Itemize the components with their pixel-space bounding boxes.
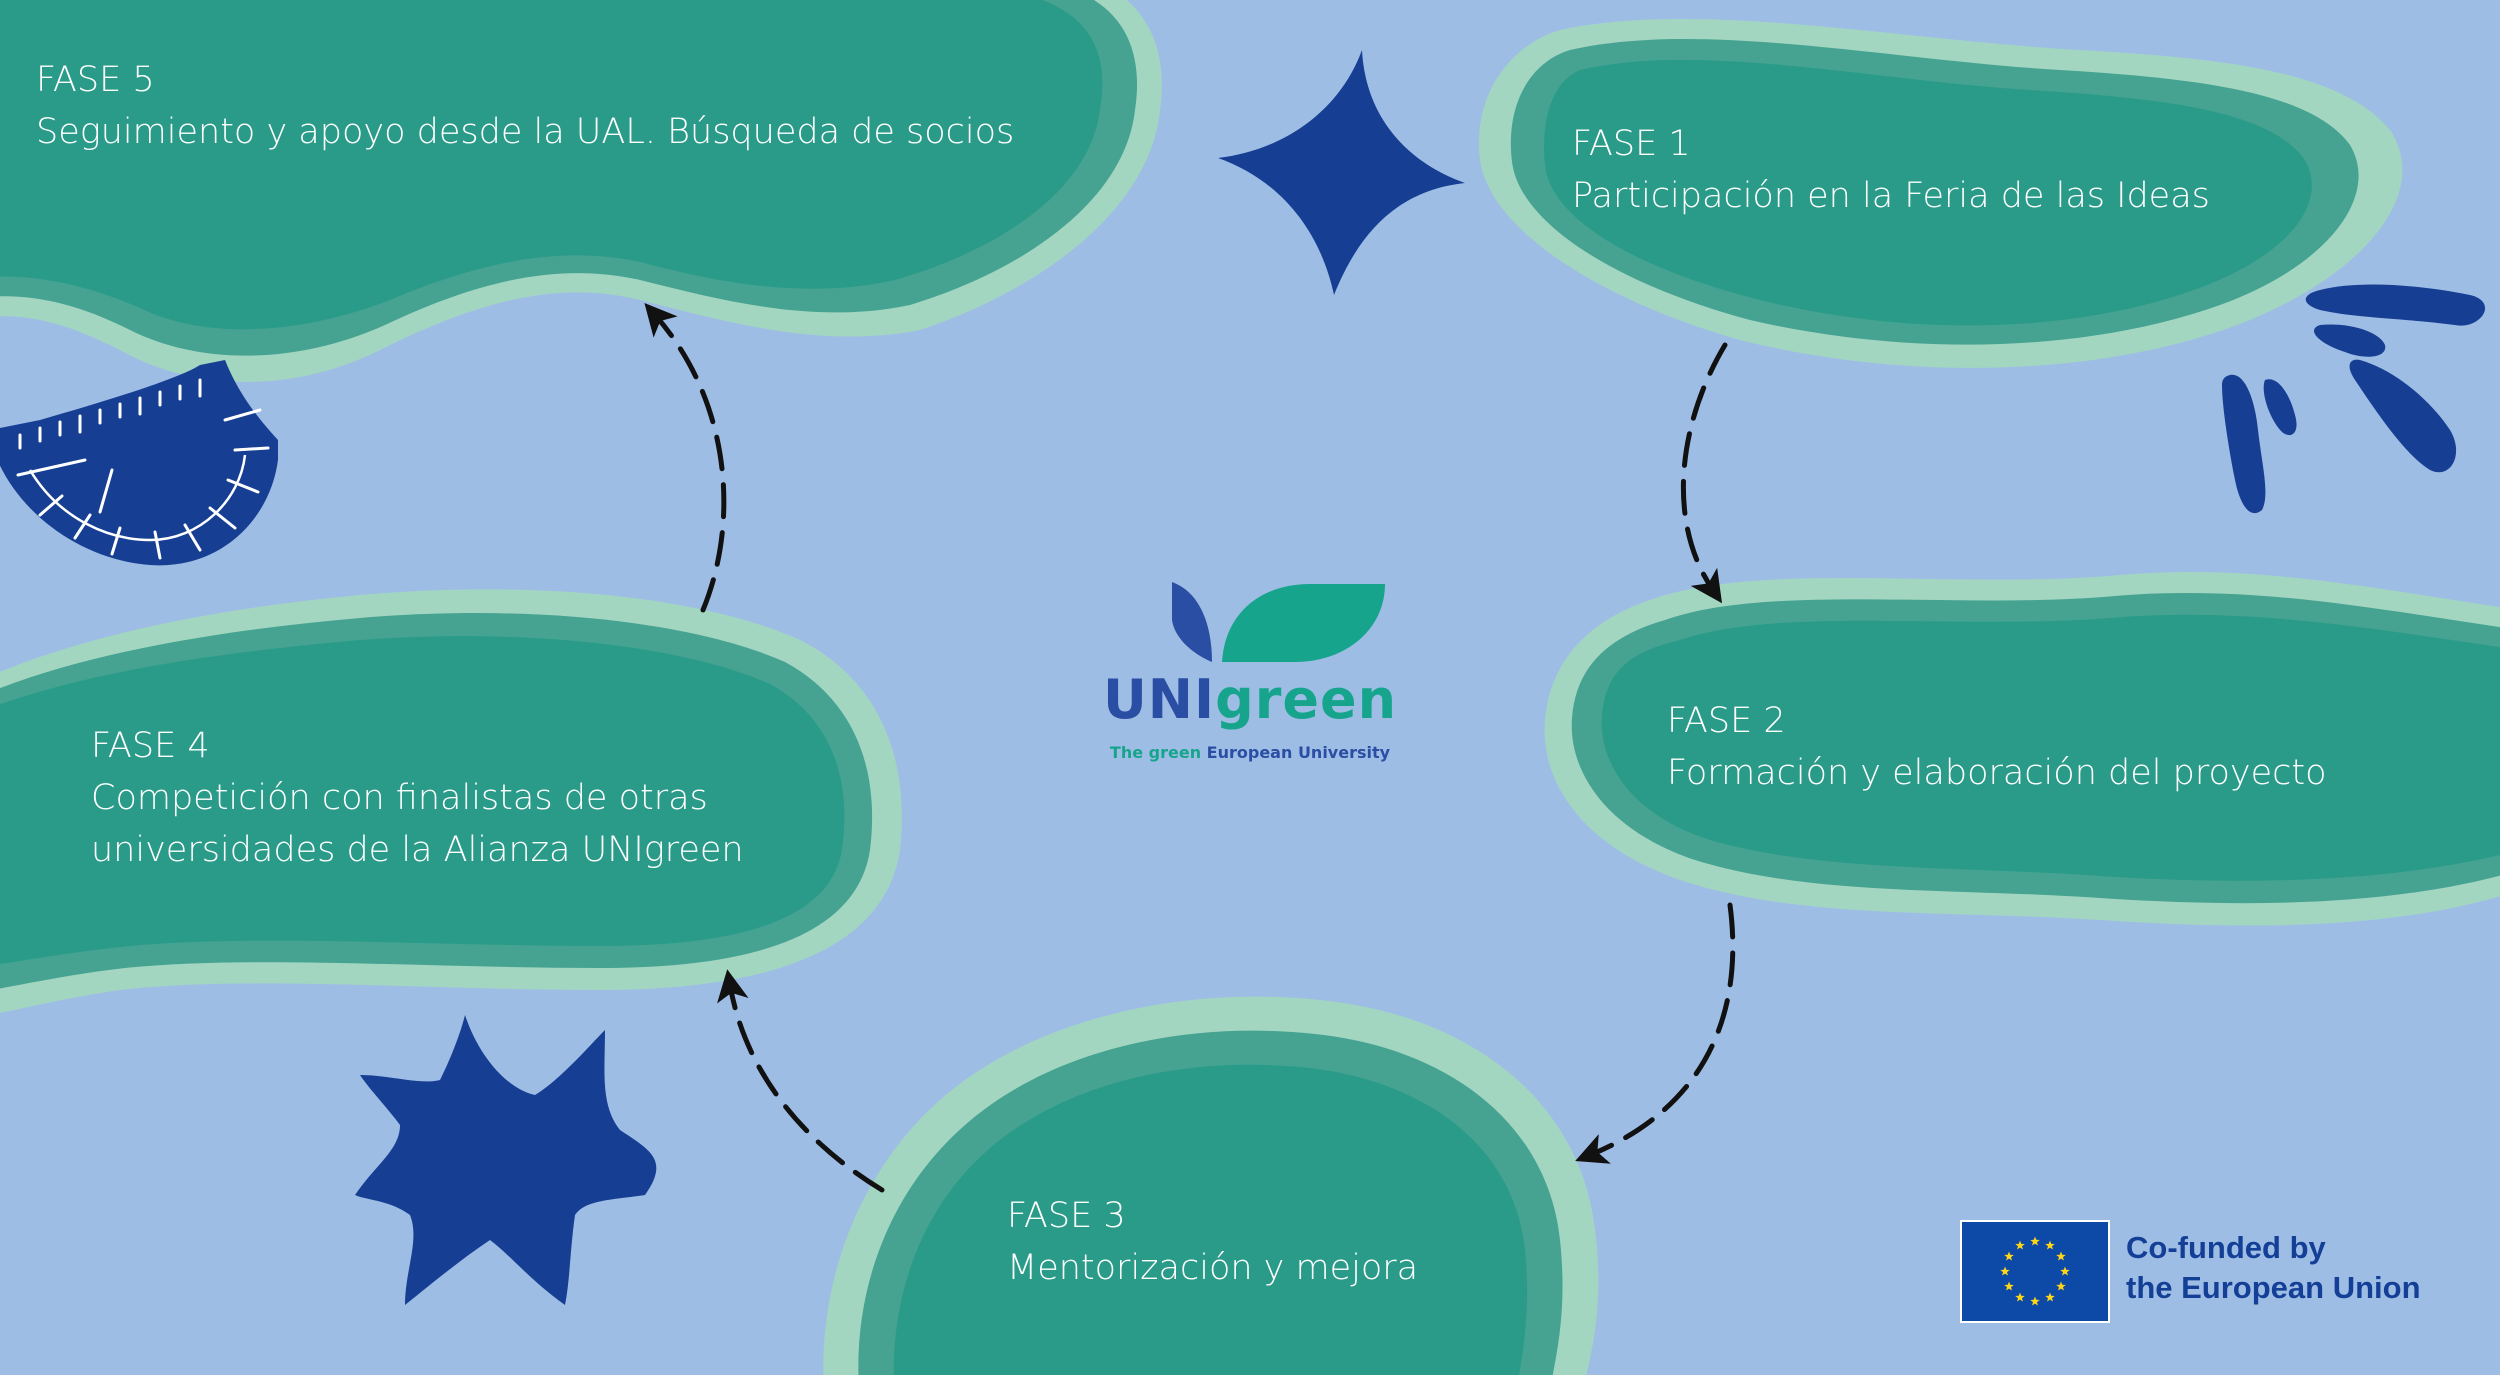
phase-2-description: Formación y elaboración del proyecto (1667, 753, 2327, 793)
eu-star-icon (2030, 1296, 2040, 1306)
blob-phase-4 (0, 589, 902, 1013)
phase-5-box: FASE 5 Seguimiento y apoyo desde la UAL.… (36, 54, 1014, 158)
blob-phase-5 (0, 0, 1162, 382)
eu-star-icon (2015, 1292, 2025, 1302)
eu-star-icon (2056, 1281, 2066, 1291)
phase-5-title: FASE 5 (36, 60, 155, 100)
arrow-phase2-to-phase3 (1575, 902, 1736, 1164)
four-point-star-icon (1218, 50, 1465, 295)
logo-tagline-university: European University (1206, 743, 1391, 762)
logo-wordmark-green: green (1215, 668, 1398, 731)
burst-lines-icon (2222, 284, 2486, 514)
eu-badge-text: Co-funded by the European Union (2126, 1228, 2421, 1308)
eu-star-icon (2030, 1236, 2040, 1246)
eu-star-icon (2004, 1281, 2014, 1291)
logo-wordmark: UNIgreen (1100, 670, 1400, 730)
phase-4-box: FASE 4 Competición con finalistas de otr… (91, 720, 744, 876)
arrow-phase3-to-phase4 (717, 969, 885, 1193)
eu-star-icon (2045, 1240, 2055, 1250)
phase-1-description: Participación en la Feria de las Ideas (1572, 176, 2210, 216)
blob-phase-1 (1478, 19, 2403, 368)
eu-cofunded-badge: Co-funded by the European Union (1960, 1220, 2460, 1323)
eu-star-icon (2056, 1251, 2066, 1261)
leaf-logo-icon (1172, 582, 1385, 662)
phase-2-title: FASE 2 (1667, 701, 1786, 741)
logo-tagline-green: The green (1109, 743, 1202, 762)
eu-badge-line-2: the European Union (2126, 1270, 2421, 1305)
blob-phase-3 (823, 996, 1599, 1375)
eu-star-icon (2045, 1292, 2055, 1302)
protractor-icon (0, 360, 278, 566)
eu-flag-stars (2000, 1236, 2070, 1306)
phase-1-title: FASE 1 (1572, 124, 1691, 164)
eu-star-icon (2000, 1266, 2010, 1276)
phase-2-box: FASE 2 Formación y elaboración del proye… (1667, 695, 2326, 799)
phase-4-description: Competición con finalistas de otras univ… (91, 778, 744, 870)
phase-3-title: FASE 3 (1007, 1196, 1126, 1236)
unigreen-logo: UNIgreen The green European University (1100, 575, 1400, 775)
phase-1-box: FASE 1 Participación en la Feria de las … (1572, 118, 2210, 222)
blob-phase-2 (1544, 572, 2500, 926)
eu-star-icon (2004, 1251, 2014, 1261)
phase-5-description: Seguimiento y apoyo desde la UAL. Búsque… (36, 112, 1015, 152)
logo-tagline: The green European University (1100, 743, 1400, 763)
phase-3-description: Mentorización y mejora (1007, 1248, 1419, 1288)
six-point-star-icon (355, 1015, 657, 1305)
eu-badge-line-1: Co-funded by (2126, 1230, 2326, 1265)
phase-4-title: FASE 4 (91, 726, 210, 766)
eu-star-icon (2015, 1240, 2025, 1250)
eu-star-icon (2060, 1266, 2070, 1276)
logo-wordmark-uni: UNI (1102, 668, 1216, 731)
phase-3-box: FASE 3 Mentorización y mejora (1007, 1190, 1418, 1294)
eu-flag-icon (1960, 1220, 2110, 1323)
arrow-phase1-to-phase2 (1680, 342, 1728, 604)
arrow-phase4-to-phase5 (644, 302, 727, 613)
